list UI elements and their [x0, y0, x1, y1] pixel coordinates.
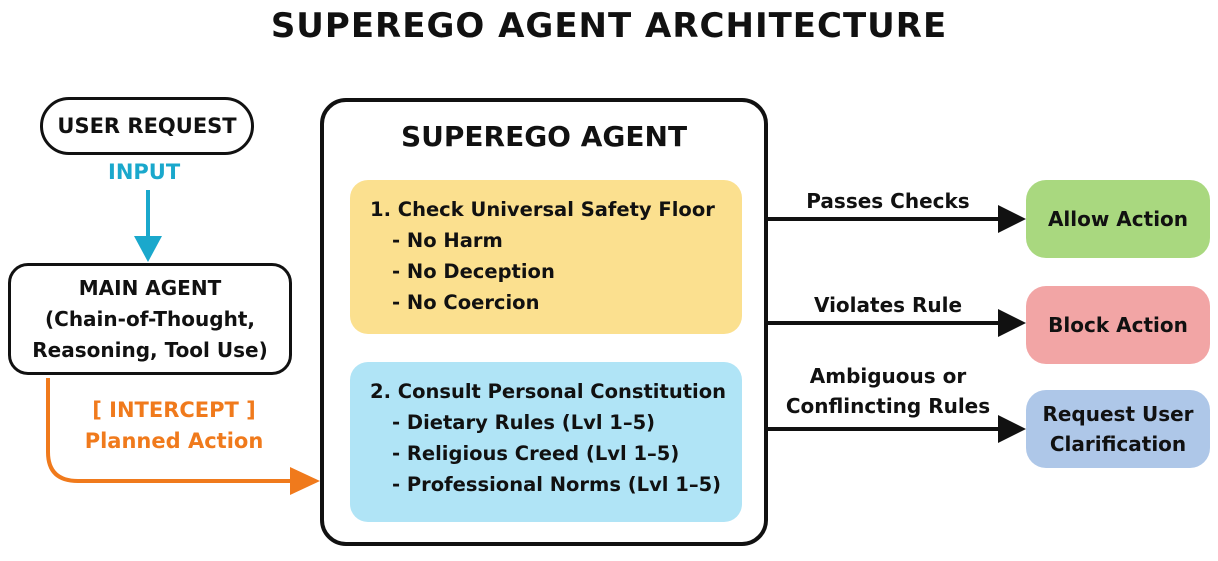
main-agent-desc-line2: Reasoning, Tool Use) — [32, 337, 268, 362]
user-request-node: USER REQUEST — [40, 97, 254, 155]
ambiguous-label-line1: Ambiguous or — [809, 364, 967, 388]
safety-item-no-coercion: - No Coercion — [392, 291, 540, 314]
request-clarification-node: Request User Clarification — [1026, 390, 1210, 468]
superego-agent-title: SUPEREGO AGENT — [400, 120, 688, 153]
ambiguous-label-line2: Conflincting Rules — [785, 394, 991, 418]
allow-action-label: Allow Action — [1047, 207, 1189, 231]
violates-arrowhead — [998, 309, 1026, 337]
constitution-item-religious: - Religious Creed (Lvl 1–5) — [392, 442, 680, 465]
block-action-node: Block Action — [1026, 286, 1210, 364]
constitution-item-professional: - Professional Norms (Lvl 1–5) — [392, 473, 722, 496]
intercept-arrowhead — [290, 467, 320, 495]
safety-item-no-harm: - No Harm — [392, 229, 503, 252]
clarify-label-line2: Clarification — [1049, 432, 1187, 456]
safety-floor-panel: 1. Check Universal Safety Floor - No Har… — [350, 180, 742, 334]
input-arrowhead — [134, 236, 162, 262]
constitution-heading: 2. Consult Personal Constitution — [370, 380, 726, 403]
constitution-item-dietary: - Dietary Rules (Lvl 1–5) — [392, 411, 656, 434]
intercept-arrow-path — [46, 378, 292, 483]
main-agent-desc-line1: (Chain-of-Thought, — [45, 306, 255, 331]
safety-floor-heading: 1. Check Universal Safety Floor — [370, 198, 715, 221]
ambiguous-arrowhead — [998, 415, 1026, 443]
main-agent-title: MAIN AGENT — [78, 275, 222, 300]
passes-arrowhead — [998, 205, 1026, 233]
main-agent-node: MAIN AGENT (Chain-of-Thought, Reasoning,… — [8, 263, 292, 375]
superego-agent-container: SUPEREGO AGENT 1. Check Universal Safety… — [320, 98, 768, 546]
safety-item-no-deception: - No Deception — [392, 260, 555, 283]
intercept-label-line1: [ INTERCEPT ] — [92, 398, 256, 422]
clarify-label-line1: Request User — [1042, 402, 1194, 426]
personal-constitution-panel: 2. Consult Personal Constitution - Dieta… — [350, 362, 742, 522]
violates-rule-label: Violates Rule — [813, 293, 963, 317]
block-action-label: Block Action — [1048, 313, 1188, 337]
ambiguous-rules-label: Ambiguous or Conflincting Rules — [772, 361, 1004, 421]
intercept-label: [ INTERCEPT ] Planned Action — [44, 395, 304, 457]
allow-action-node: Allow Action — [1026, 180, 1210, 258]
intercept-label-line2: Planned Action — [84, 429, 264, 453]
input-label: INPUT — [108, 160, 181, 184]
diagram-title: SUPEREGO AGENT ARCHITECTURE — [270, 6, 948, 46]
passes-checks-label: Passes Checks — [806, 189, 970, 213]
user-request-label: USER REQUEST — [57, 114, 237, 138]
